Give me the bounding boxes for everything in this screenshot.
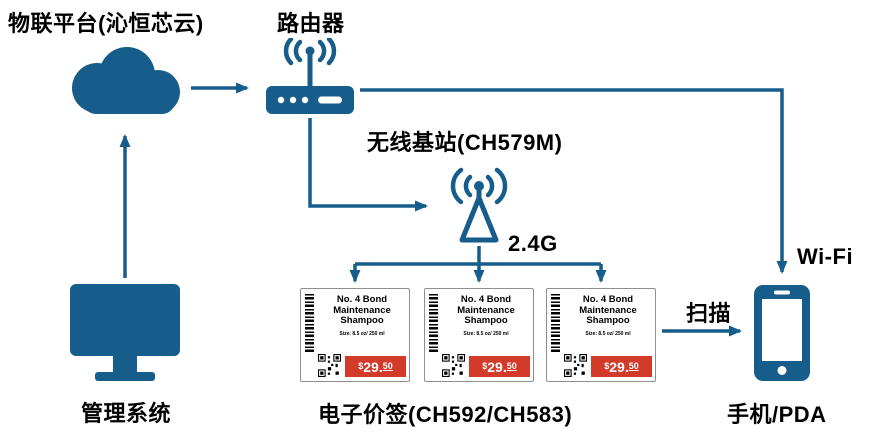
barcode-icon — [551, 294, 560, 352]
tag-product-size: Size: 8.5 oz/ 250 ml — [463, 331, 509, 337]
cloud-icon — [72, 47, 180, 114]
tag-price: $29.50 — [591, 356, 652, 377]
wifi-waves-icon — [283, 38, 337, 66]
price-tag: No. 4 Bond Maintenance Shampoo Size: 8.5… — [424, 288, 534, 382]
router-icon — [266, 38, 354, 114]
price-currency: $ — [604, 361, 610, 371]
qr-code-icon — [318, 354, 341, 377]
radio-waves-icon — [450, 167, 508, 205]
tag-product-title: No. 4 Bond Maintenance Shampoo — [333, 294, 391, 327]
label-phone-pda: 手机/PDA — [727, 402, 827, 427]
price-cents: 50 — [506, 361, 517, 371]
phone-icon — [754, 285, 810, 381]
label-router: 路由器 — [277, 11, 345, 36]
tag-product-title: No. 4 Bond Maintenance Shampoo — [457, 294, 515, 327]
price-currency: $ — [482, 361, 488, 371]
base-station-icon — [450, 167, 508, 243]
tag-product-title: No. 4 Bond Maintenance Shampoo — [579, 294, 637, 327]
price-cents: 50 — [382, 361, 393, 371]
tag-price: $29.50 — [469, 356, 530, 377]
tag-product-size: Size: 8.5 oz/ 250 ml — [585, 331, 631, 337]
qr-code-icon — [442, 354, 465, 377]
price-tag: No. 4 Bond Maintenance Shampoo Size: 8.5… — [300, 288, 410, 382]
label-base-station: 无线基站(CH579M) — [367, 130, 563, 155]
price-main: 29. — [487, 359, 507, 375]
barcode-icon — [305, 294, 314, 352]
price-main: 29. — [363, 359, 383, 375]
label-wifi: Wi-Fi — [797, 244, 854, 269]
label-iot-platform: 物联平台(沁恒芯云) — [8, 11, 204, 36]
price-tag: No. 4 Bond Maintenance Shampoo Size: 8.5… — [546, 288, 656, 382]
label-2-4g: 2.4G — [508, 231, 558, 256]
label-scan: 扫描 — [686, 301, 732, 326]
price-currency: $ — [358, 361, 364, 371]
tag-price: $29.50 — [345, 356, 406, 377]
label-management-system: 管理系统 — [81, 401, 172, 426]
price-main: 29. — [609, 359, 629, 375]
qr-code-icon — [564, 354, 587, 377]
barcode-icon — [429, 294, 438, 352]
arrow-router-to-phone-wifi — [360, 88, 788, 274]
tag-product-size: Size: 8.5 oz/ 250 ml — [339, 331, 385, 337]
label-price-tags: 电子价签(CH592/CH583) — [318, 402, 573, 427]
monitor-icon — [70, 284, 180, 381]
price-cents: 50 — [628, 361, 639, 371]
